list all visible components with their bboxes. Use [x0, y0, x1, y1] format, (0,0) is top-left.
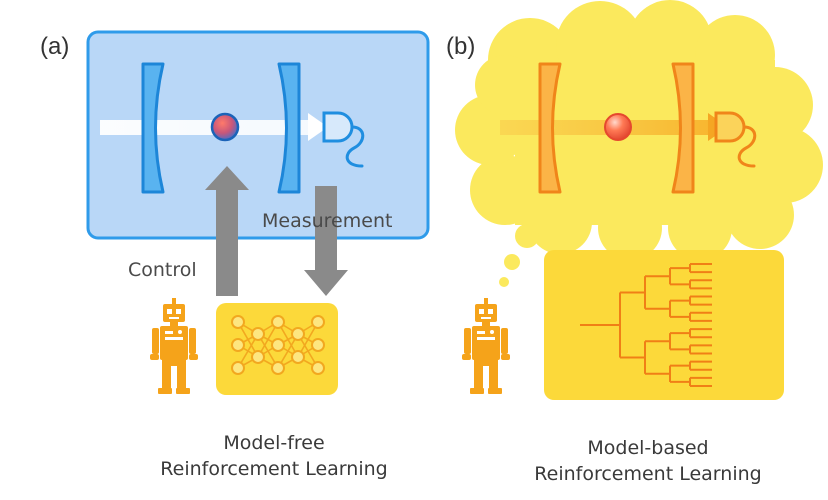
panel-a-caption: Model-free Reinforcement Learning: [144, 430, 404, 482]
thought-cloud-icon: [455, 0, 823, 287]
neural-network-box: [216, 303, 338, 395]
control-label: Control: [128, 259, 197, 281]
panel-a-caption-line1: Model-free: [223, 432, 325, 454]
nn-node: [271, 315, 285, 329]
robot-icon: [462, 298, 510, 394]
measurement-arrow: [304, 186, 348, 296]
robot-icon: [150, 298, 198, 394]
nn-node: [231, 315, 245, 329]
nn-node: [271, 338, 285, 352]
control-arrow: [205, 166, 249, 296]
nn-node: [291, 350, 305, 364]
panel-a-caption-line2: Reinforcement Learning: [160, 458, 388, 480]
left-mirror-icon: [141, 62, 165, 194]
panel-b-caption: Model-based Reinforcement Learning: [518, 435, 778, 487]
panel-b-caption-line2: Reinforcement Learning: [534, 463, 762, 485]
panel-a-label: (a): [40, 33, 70, 60]
nn-node: [231, 338, 245, 352]
panel-a: [86, 30, 430, 395]
nn-node: [231, 361, 245, 375]
right-mirror-icon: [277, 62, 301, 194]
right-mirror-icon: [671, 62, 695, 194]
detector-icon: [322, 111, 365, 168]
panel-b: [455, 0, 823, 400]
atom-icon: [210, 112, 240, 142]
detector-icon: [714, 111, 757, 168]
atom-icon: [604, 113, 632, 141]
nn-node: [311, 338, 325, 352]
decision-tree-box: [544, 250, 784, 400]
nn-node: [311, 361, 325, 375]
nn-node: [251, 327, 265, 341]
nn-node: [291, 327, 305, 341]
nn-node: [251, 350, 265, 364]
decision-tree-icon: [580, 263, 712, 387]
nn-node: [271, 361, 285, 375]
nn-node: [311, 315, 325, 329]
measurement-label: Measurement: [262, 210, 393, 232]
panel-b-label: (b): [446, 33, 476, 60]
panel-b-caption-line1: Model-based: [587, 437, 709, 459]
left-mirror-icon: [538, 62, 562, 194]
neural-network-icon: [231, 315, 325, 375]
